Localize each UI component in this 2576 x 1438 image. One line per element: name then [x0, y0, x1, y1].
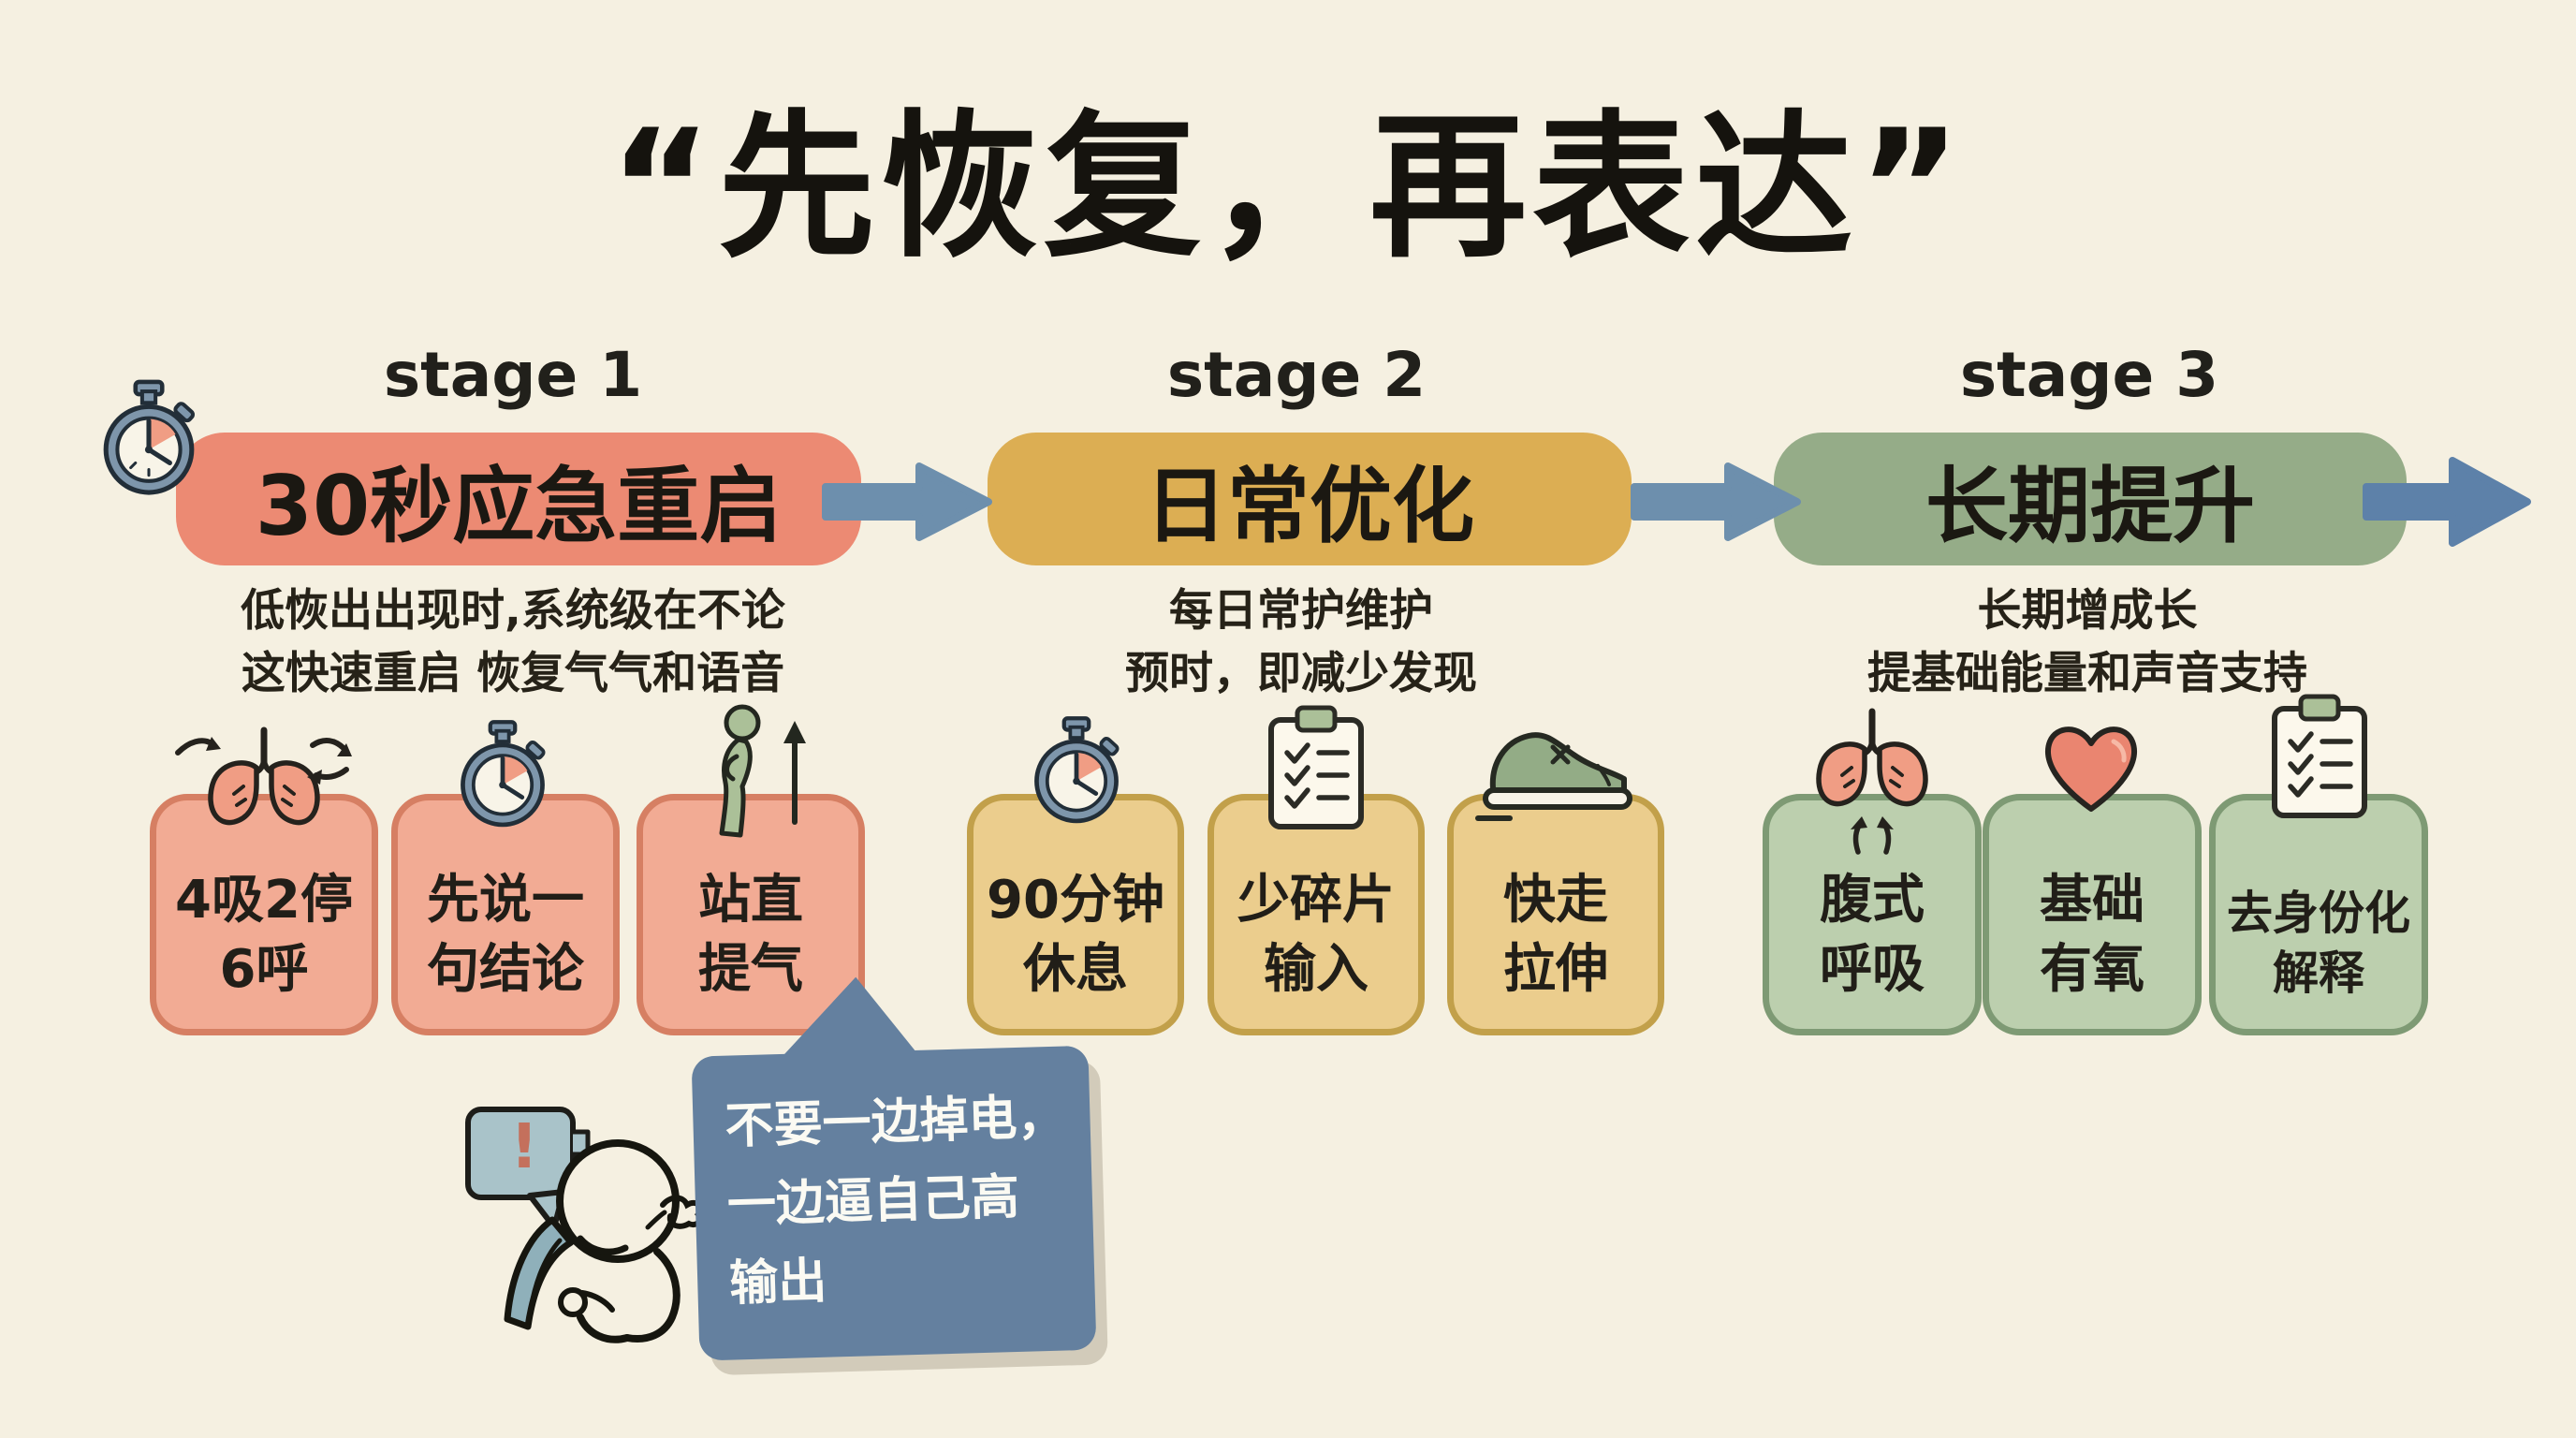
speech-bubble-body: 不要一边掉电， 一边逼自己高 输出 [691, 1045, 1097, 1361]
card-line: 站直 [698, 870, 803, 932]
card-base-aerobic: 基础 有氧 [1983, 794, 2202, 1035]
stage-3-label: stage 3 [1959, 339, 2219, 411]
card-brisk-walk-stretch: 快走 拉伸 [1447, 794, 1664, 1035]
stage-1-desc-line2: 这快速重启 恢复气气和语音 [241, 647, 785, 699]
speech-bubble-tail [773, 976, 924, 1066]
stage-3-desc-line2: 提基础能量和声音支持 [1867, 647, 2307, 699]
stage-3-pill: 长期提升 [1774, 433, 2407, 565]
card-line: 基础 [2040, 870, 2144, 932]
card-line: 6呼 [219, 939, 309, 1001]
stage-2-description: 每日常护维护 预时，即减少发现 [927, 580, 1676, 705]
card-line: 输入 [1264, 939, 1368, 1001]
stage-1-desc-line1: 低恢出出现时,系统级在不论 [241, 585, 785, 637]
card-belly-breathing: 腹式 呼吸 [1763, 794, 1982, 1035]
card-line: 呼吸 [1820, 939, 1925, 1001]
stage-1-pill: 30秒应急重启 [176, 433, 861, 565]
mascot-figure [465, 1107, 704, 1343]
speech-line: 不要一边掉电， [724, 1089, 1067, 1155]
stage-3-desc-line1: 长期增成长 [1977, 585, 2198, 637]
card-line: 解释 [2272, 946, 2364, 1001]
card-line: 90分钟 [987, 870, 1164, 932]
page-title: “先恢复，再表达” [608, 95, 1968, 279]
speech-line: 一边逼自己高 [726, 1169, 1020, 1234]
stage-1-label: stage 1 [383, 339, 643, 411]
card-line: 有氧 [2040, 939, 2144, 1001]
card-deidentified-explain: 去身份化 解释 [2209, 794, 2428, 1035]
stage-2-label: stage 2 [1166, 339, 1427, 411]
card-breathing: 4吸2停 6呼 [150, 794, 378, 1035]
card-line: 拉伸 [1503, 939, 1608, 1001]
card-line: 去身份化 [2226, 886, 2410, 940]
card-line: 快走 [1503, 870, 1608, 932]
card-line: 提气 [698, 939, 803, 1001]
stage-2-pill: 日常优化 [988, 433, 1632, 565]
card-line: 少碎片 [1237, 870, 1395, 932]
stage-2-desc-line1: 每日常护维护 [1169, 585, 1433, 637]
card-line: 4吸2停 [175, 870, 353, 932]
card-conclusion-first: 先说一 句结论 [391, 794, 620, 1035]
card-less-fragmented-input: 少碎片 输入 [1208, 794, 1425, 1035]
stage-1-description: 低恢出出现时,系统级在不论 这快速重启 恢复气气和语音 [139, 580, 887, 705]
stage-2-desc-line2: 预时，即减少发现 [1125, 647, 1477, 699]
card-line: 先说一 [427, 870, 584, 932]
exclamation-bubble-icon: ! [509, 1110, 539, 1182]
card-line: 句结论 [427, 939, 584, 1001]
stage-3-description: 长期增成长 提基础能量和声音支持 [1713, 580, 2462, 705]
speech-line: 输出 [728, 1254, 828, 1313]
warning-speech-bubble: 不要一边掉电， 一边逼自己高 输出 [689, 968, 1140, 1373]
card-line: 休息 [1023, 939, 1128, 1001]
card-line: 腹式 [1820, 870, 1925, 932]
